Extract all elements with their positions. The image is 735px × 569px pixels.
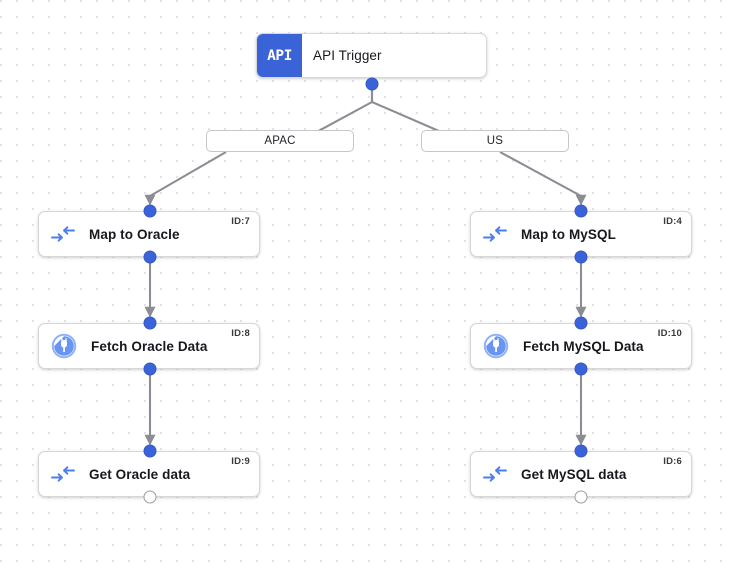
node-get-mysql-data[interactable]: Get MySQL data ID:6 [470, 451, 692, 497]
database-connector-icon [483, 333, 509, 359]
node-get-mysql-data-label: Get MySQL data [521, 466, 627, 482]
handle-input-map-to-oracle[interactable] [143, 204, 157, 218]
node-fetch-mysql-data[interactable]: Fetch MySQL Data ID:10 [470, 323, 692, 369]
handle-output-map-to-mysql[interactable] [574, 250, 588, 264]
node-fetch-mysql-data-id: ID:10 [657, 328, 682, 339]
node-api-trigger[interactable]: API API Trigger [256, 33, 487, 78]
edge-apac-map-oracle [144, 151, 227, 206]
handle-input-fetch-oracle-data[interactable] [143, 316, 157, 330]
handle-input-get-mysql-data[interactable] [574, 444, 588, 458]
branch-label-apac-text: APAC [264, 135, 296, 147]
node-map-to-mysql-label: Map to MySQL [521, 226, 616, 242]
node-get-oracle-data-id: ID:9 [231, 456, 250, 467]
node-fetch-oracle-data[interactable]: Fetch Oracle Data ID:8 [38, 323, 260, 369]
map-merge-icon [51, 224, 75, 244]
handle-input-get-oracle-data[interactable] [143, 444, 157, 458]
handle-input-fetch-mysql-data[interactable] [574, 316, 588, 330]
map-merge-icon [483, 224, 507, 244]
node-fetch-oracle-data-label: Fetch Oracle Data [91, 338, 208, 354]
node-map-to-oracle-id: ID:7 [231, 216, 250, 227]
map-merge-icon [51, 464, 75, 484]
node-api-trigger-label: API Trigger [313, 48, 382, 63]
handle-output-fetch-oracle-data[interactable] [143, 362, 157, 376]
node-map-to-mysql[interactable]: Map to MySQL ID:4 [470, 211, 692, 257]
api-badge-text: API [267, 47, 292, 64]
node-get-oracle-data-label: Get Oracle data [89, 466, 191, 482]
database-connector-icon [51, 333, 77, 359]
branch-label-apac[interactable]: APAC [206, 130, 354, 152]
handle-output-api-trigger[interactable] [365, 77, 379, 91]
branch-label-us[interactable]: US [421, 130, 569, 152]
handle-output-fetch-mysql-data[interactable] [574, 362, 588, 376]
node-fetch-oracle-data-id: ID:8 [231, 328, 250, 339]
handle-output-get-mysql-data[interactable] [574, 490, 588, 504]
branch-label-us-text: US [486, 135, 504, 147]
api-badge-icon: API [257, 34, 302, 77]
handle-output-map-to-oracle[interactable] [143, 250, 157, 264]
edge-us-map-mysql [499, 151, 587, 206]
node-get-mysql-data-id: ID:6 [663, 456, 682, 467]
node-fetch-mysql-data-label: Fetch MySQL Data [523, 338, 644, 354]
handle-input-map-to-mysql[interactable] [574, 204, 588, 218]
node-map-to-mysql-id: ID:4 [663, 216, 682, 227]
node-map-to-oracle-label: Map to Oracle [89, 226, 180, 242]
handle-output-get-oracle-data[interactable] [143, 490, 157, 504]
map-merge-icon [483, 464, 507, 484]
